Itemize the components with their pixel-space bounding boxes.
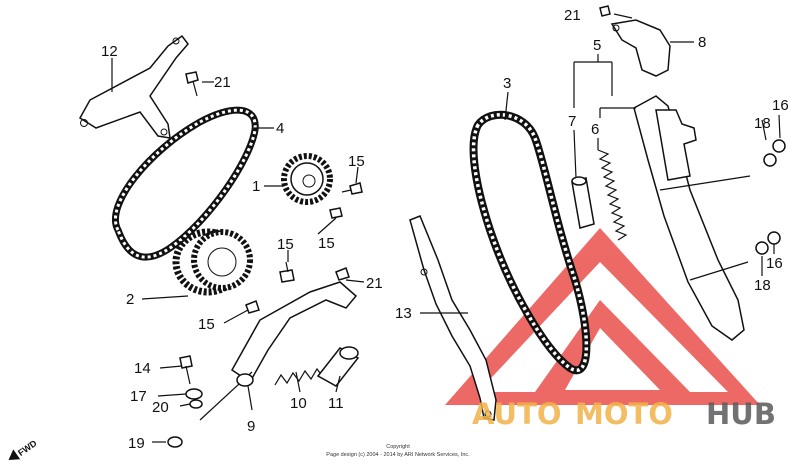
part-4-cam-chain [112,106,259,261]
copyright-line-1: Copyright [386,444,410,450]
callout-9: 9 [247,418,255,435]
callout-18-lower: 18 [754,277,771,294]
callout-20: 20 [152,399,169,416]
fwd-direction-marker: FWD [8,438,39,461]
watermark-part-auto: AUTO [472,397,562,431]
callout-10: 10 [290,395,307,412]
watermark-part-moto: MOTO [575,397,673,431]
callout-6: 6 [591,121,599,138]
callout-4: 4 [276,120,284,137]
callout-21-top-right: 21 [564,7,581,24]
callout-7: 7 [568,113,576,130]
part-7-pin [571,176,595,229]
callout-12: 12 [101,43,118,60]
callout-16-upper: 16 [772,97,789,114]
callout-17: 17 [130,388,147,405]
callout-13: 13 [395,305,412,322]
callout-3: 3 [503,75,511,92]
callout-15-b: 15 [318,235,335,252]
part-9-tensioner-arm [199,281,358,421]
callout-16-lower: 16 [766,255,783,272]
part-12-guide-bracket [78,34,189,139]
callout-15-c: 15 [277,236,294,253]
part-11-collar [316,346,360,387]
leader-lines [111,13,781,443]
copyright-block: Copyright Page design (c) 2004 - 2014 by… [326,444,470,458]
parts-16-18-nuts-washers [755,139,786,255]
bolts [167,71,363,448]
part-5-tensioner-assembly [633,95,751,341]
callout-1: 1 [252,178,260,195]
callout-15-d: 15 [198,316,215,333]
callout-21-middle: 21 [366,275,383,292]
callout-11: 11 [328,395,344,412]
watermark-wordmark: AUTO MOTO HUB [472,397,776,431]
callout-21-upper-left: 21 [214,74,231,91]
callout-8: 8 [698,34,706,51]
callout-5: 5 [593,37,601,54]
callout-2: 2 [126,291,134,308]
watermark-part-hub: HUB [706,397,776,431]
part-13-chain-guide [409,215,497,421]
fwd-label: FWD [16,438,39,458]
callout-15-a: 15 [348,153,365,170]
callout-labels: 12 21 4 1 15 15 15 2 15 21 14 17 20 19 9… [101,7,789,452]
callout-18-upper: 18 [754,115,771,132]
part-3-long-chain [469,110,591,375]
copyright-line-2: Page design (c) 2004 - 2014 by ARI Netwo… [326,452,470,458]
callout-14: 14 [134,360,151,377]
part-6-spring [597,149,628,241]
part-8-bracket [599,5,671,77]
part-2-double-sprocket [172,228,253,296]
part-1-sprocket [281,153,333,205]
callout-19: 19 [128,435,145,452]
